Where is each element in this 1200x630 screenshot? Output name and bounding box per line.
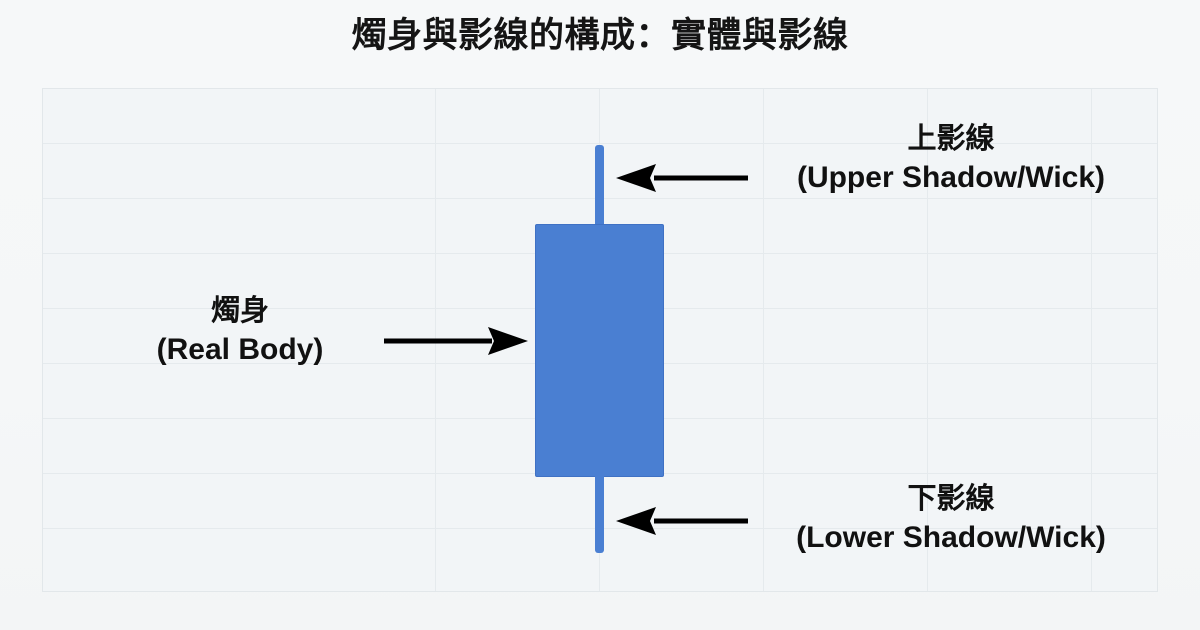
candle-lower-wick	[595, 473, 604, 553]
arrow-real-body	[384, 327, 528, 355]
gridline-horizontal	[43, 143, 1157, 144]
label-real-body-english: (Real Body)	[156, 333, 324, 366]
arrow-lower-shadow	[616, 507, 748, 535]
candle-real-body	[535, 224, 664, 477]
label-upper-shadow-chinese: 上影線	[907, 123, 995, 155]
label-upper-shadow: 上影線 (Upper Shadow/Wick)	[756, 120, 1146, 198]
gridline-vertical	[763, 89, 764, 591]
label-upper-shadow-english: (Upper Shadow/Wick)	[796, 161, 1106, 194]
chart-panel	[42, 88, 1158, 592]
candle-upper-wick	[595, 145, 604, 229]
label-real-body-chinese: 燭身	[210, 295, 269, 327]
label-lower-shadow: 下影線 (Lower Shadow/Wick)	[756, 480, 1146, 558]
arrow-upper-shadow	[616, 164, 748, 192]
gridline-vertical	[1091, 89, 1092, 591]
label-lower-shadow-chinese: 下影線	[907, 483, 995, 515]
label-real-body: 燭身 (Real Body)	[95, 292, 385, 370]
gridline-vertical	[927, 89, 928, 591]
page-title: 燭身與影線的構成：實體與影線	[351, 16, 849, 55]
label-lower-shadow-english: (Lower Shadow/Wick)	[796, 521, 1106, 554]
